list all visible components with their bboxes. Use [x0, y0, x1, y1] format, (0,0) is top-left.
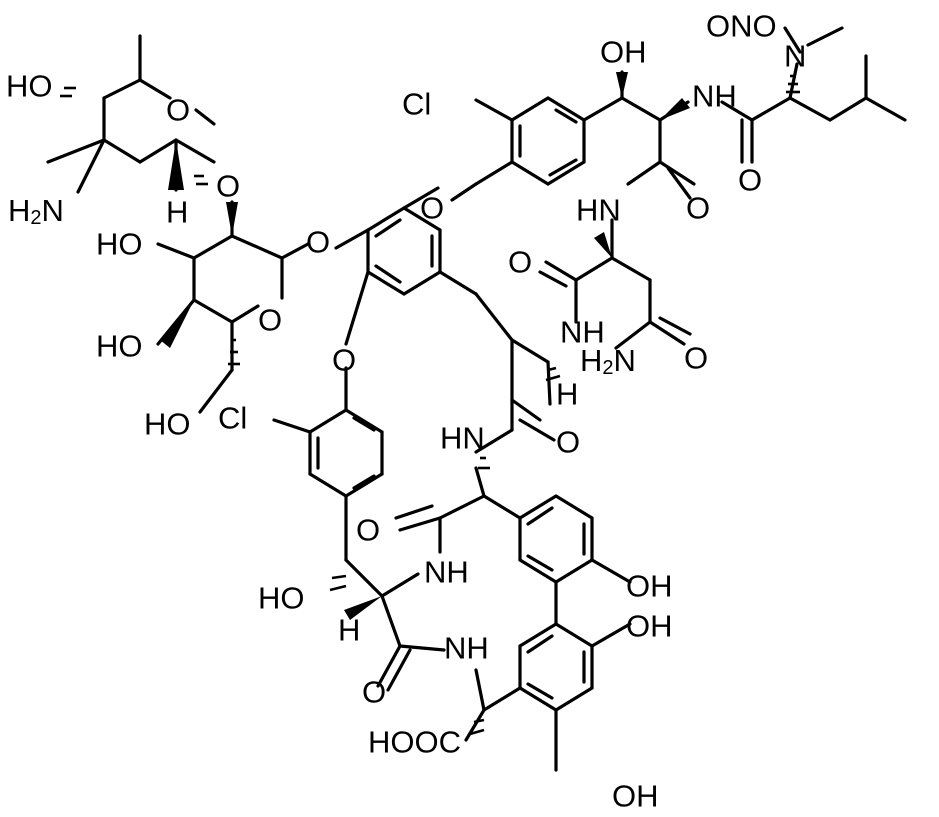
bond-skeleton	[46, 26, 907, 772]
atom-h-mid: H	[556, 377, 578, 412]
atom-o-amide5: O	[556, 425, 580, 460]
atom-oh-top: OH	[600, 35, 647, 70]
atom-nh-bottom: NH	[444, 631, 489, 666]
atom-o-amide2: O	[686, 191, 710, 226]
stereo-hashes	[60, 74, 800, 736]
atom-h2n-mid: H2N	[580, 343, 636, 380]
atom-h-sugar: H	[166, 195, 188, 230]
atom-nh-top: NH	[692, 79, 737, 114]
atom-n-methyl: N	[784, 39, 806, 74]
atom-o-sugar-ring2: O	[258, 303, 282, 338]
atom-nh-mid: NH	[560, 315, 605, 350]
atom-oh-right: OH	[626, 569, 673, 604]
atom-oh-right2: OH	[626, 609, 673, 644]
atom-cl-mid: Cl	[218, 401, 247, 436]
atom-o-amide3: O	[508, 245, 532, 280]
atom-ho-cl: HO	[144, 407, 191, 442]
atom-o-amide6: O	[356, 513, 380, 548]
atom-nitroso: ONO	[706, 9, 777, 44]
atom-o-amide1: O	[738, 163, 762, 198]
atom-o-amide4: O	[684, 341, 708, 376]
atom-o-amide7: O	[362, 675, 386, 710]
atom-labels: ONO N OH NH Cl O O HN O HO O H2N H O HO …	[6, 9, 806, 814]
atom-nh-lower: NH	[424, 555, 469, 590]
atom-h2n-sugar: H2N	[8, 193, 64, 230]
stereo-wedges	[160, 72, 690, 620]
atom-o-sugar-ring1: O	[166, 93, 190, 128]
atom-ho-sugar3: HO	[96, 329, 143, 364]
atom-hooc: HOOC	[368, 725, 461, 760]
atom-hn-2: HN	[440, 421, 485, 456]
atom-o-aryl-ether1: O	[420, 191, 444, 226]
atom-o-anomeric: O	[306, 225, 330, 260]
atom-h-lower: H	[338, 613, 360, 648]
atom-oh-bottom: OH	[612, 779, 659, 814]
atom-ho-sugar2: HO	[96, 227, 143, 262]
atom-hn-1: HN	[576, 193, 621, 228]
atom-o-glycosidic: O	[216, 169, 240, 204]
atom-o-aryl-ether2: O	[332, 343, 356, 378]
atom-ho-lower: HO	[258, 581, 305, 616]
atom-cl-top: Cl	[402, 87, 431, 122]
atom-ho-sugar-top: HO	[6, 69, 53, 104]
